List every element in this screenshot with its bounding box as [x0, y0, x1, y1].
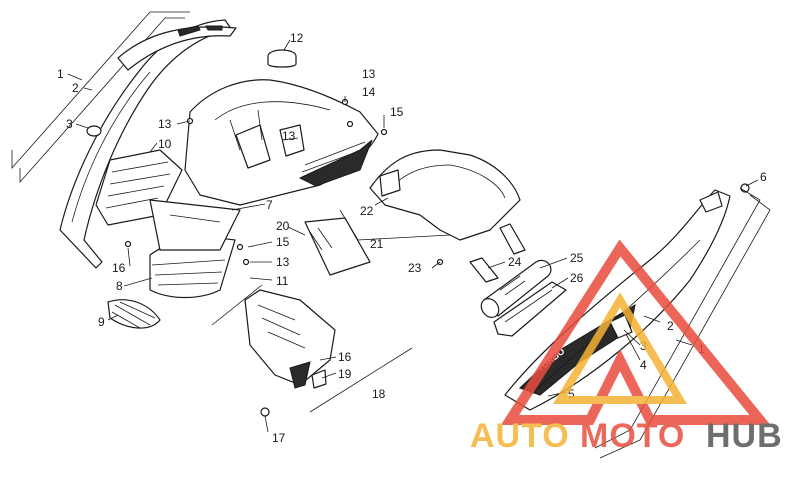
callout-13-a: 13	[158, 117, 172, 131]
callout-5: 5	[568, 387, 575, 401]
callout-21: 21	[370, 237, 384, 251]
storage-tray-part-22	[369, 149, 521, 241]
callout-9: 9	[98, 315, 105, 329]
callout-2-left: 2	[72, 81, 79, 95]
callout-19: 19	[338, 367, 352, 381]
callout-13-b: 13	[282, 129, 296, 143]
callout-15-a: 15	[390, 105, 404, 119]
callout-20: 20	[276, 219, 290, 233]
callout-22: 22	[360, 204, 374, 218]
callout-14: 14	[362, 85, 376, 99]
hardware-fasteners	[124, 98, 750, 417]
watermark-hub: HUB	[706, 417, 783, 455]
windscreen-part-20	[304, 217, 371, 276]
callout-23: 23	[408, 261, 422, 275]
callout-16-b: 16	[338, 350, 352, 364]
belly-pan-part-8	[149, 199, 241, 299]
callout-16-a: 16	[112, 261, 126, 275]
mesh-screen-part-9	[107, 299, 161, 329]
callout-13-d: 13	[276, 255, 290, 269]
callout-7: 7	[266, 198, 273, 212]
automotohub-watermark: AUTO MOTO HUB	[470, 239, 783, 455]
cap-part-12	[267, 39, 297, 68]
clip-part-3	[75, 123, 102, 137]
callout-24: 24	[508, 255, 522, 269]
watermark-auto: AUTO	[470, 417, 570, 455]
callout-12: 12	[290, 31, 304, 45]
callout-6: 6	[760, 170, 767, 184]
front-hood	[184, 79, 379, 206]
callout-labels: 1 2 3 1 2 3 4 5 6 7 8 9 10 11 12 13 13 1…	[57, 31, 767, 445]
lower-bracket-assembly-part-18	[211, 284, 413, 413]
callout-18: 18	[372, 387, 386, 401]
callout-3-left: 3	[66, 117, 73, 131]
bracket-part-24	[469, 223, 526, 283]
callout-8: 8	[116, 279, 123, 293]
bracket-parts-1-2	[11, 11, 190, 184]
callout-25: 25	[570, 251, 584, 265]
callout-11: 11	[276, 274, 289, 288]
bracket-right-parts-1-2	[594, 187, 771, 459]
callout-4: 4	[640, 358, 647, 372]
bracket-part-21	[339, 209, 451, 241]
cylinder-part-25	[480, 259, 552, 318]
callout-10: 10	[158, 137, 172, 151]
left-side-panel	[59, 19, 237, 269]
callout-1-left: 1	[57, 67, 64, 81]
callout-26: 26	[570, 271, 584, 285]
callout-17: 17	[272, 431, 286, 445]
watermark-triangle-logo	[500, 239, 771, 425]
callout-13-c: 13	[362, 67, 376, 81]
watermark-moto: MOTO	[580, 417, 685, 455]
callout-15-b: 15	[276, 235, 290, 249]
callout-2-right: 2	[667, 319, 674, 333]
tray-part-26	[493, 281, 567, 337]
leader-lines	[107, 96, 759, 433]
